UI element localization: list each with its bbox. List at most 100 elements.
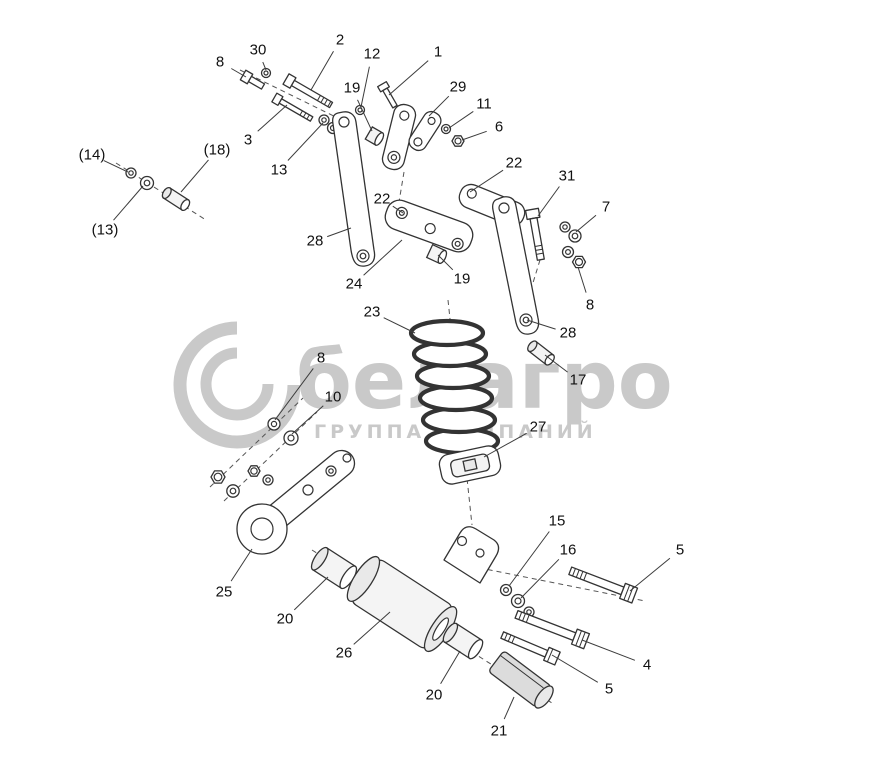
leader-line	[357, 99, 373, 132]
callout-label: 16	[560, 542, 577, 559]
leader-line	[448, 110, 474, 129]
washer-left-a	[226, 484, 240, 498]
callout-label: 28	[560, 325, 577, 342]
callout-label: 27	[530, 419, 547, 436]
pin-19-lower	[425, 243, 448, 265]
washer-11	[440, 123, 452, 135]
washer-16	[510, 593, 526, 609]
washer-left-b	[262, 474, 274, 486]
washer-14	[125, 167, 137, 179]
nut-left-b	[247, 465, 261, 477]
leader-line	[388, 60, 429, 96]
callout-label: 1	[434, 44, 442, 61]
washer-13-a	[318, 114, 330, 126]
leader-line	[363, 239, 403, 276]
leader-line	[353, 611, 391, 645]
leader-line	[508, 531, 550, 587]
washer-12	[354, 104, 366, 116]
washer-7-a	[559, 221, 571, 233]
callout-label: 19	[344, 80, 361, 97]
leader-line	[581, 639, 636, 661]
leader-line	[291, 405, 324, 435]
watermark-logo-inner-arc	[200, 347, 274, 421]
leader-line	[440, 650, 461, 685]
callout-label: 6	[495, 119, 503, 136]
callout-label: 22	[506, 155, 523, 172]
washer-7-b	[568, 229, 582, 243]
lever-arm-left-28	[332, 111, 376, 267]
leader-line	[629, 557, 671, 592]
callout-label: 25	[216, 584, 233, 601]
parts-layer	[125, 67, 639, 709]
callout-label: 15	[549, 513, 566, 530]
bolt-3	[271, 92, 314, 122]
callout-label: 26	[336, 645, 353, 662]
leader-line	[274, 368, 314, 421]
bolt-2	[282, 73, 334, 109]
leader-line	[544, 354, 568, 373]
callout-label: 24	[346, 276, 363, 293]
leader-line	[360, 66, 370, 108]
bolt-1	[377, 80, 398, 109]
callout-label: 5	[605, 681, 613, 698]
callout-label: 8	[586, 297, 594, 314]
washer-8-right	[561, 245, 575, 259]
callout-label: 13	[271, 162, 288, 179]
leader-line	[231, 68, 247, 78]
lever-29	[408, 110, 442, 152]
callout-label: 17	[570, 372, 587, 389]
leader-line	[180, 159, 209, 193]
washer-30	[260, 67, 272, 79]
leader-line	[503, 696, 515, 720]
plate-24	[384, 199, 474, 253]
leader-line	[575, 214, 597, 233]
callout-label: 12	[364, 46, 381, 63]
leader-line	[428, 95, 450, 117]
leader-line	[262, 61, 267, 71]
bolt-5-upper	[568, 566, 639, 604]
leader-line	[551, 654, 599, 683]
callout-label: 20	[277, 611, 294, 628]
callout-label: 7	[602, 199, 610, 216]
callout-label: 11	[476, 96, 492, 113]
callout-label: 4	[643, 657, 651, 674]
pin-18	[161, 186, 191, 212]
leader-line	[577, 266, 587, 293]
callout-label: 30	[250, 42, 267, 59]
leader-line	[461, 130, 487, 141]
callout-label: 21	[491, 723, 508, 740]
leader-line	[392, 205, 404, 214]
callout-label: 28	[307, 233, 324, 250]
leader-line	[230, 548, 253, 582]
nut-6	[451, 135, 465, 147]
leader-line	[113, 185, 144, 221]
callout-label: 23	[364, 304, 381, 321]
leader-lines	[103, 50, 671, 720]
callout-label: 22	[374, 191, 391, 208]
callout-label: (18)	[204, 142, 231, 159]
leader-line	[469, 169, 504, 193]
lever-arm-right-28	[492, 196, 540, 335]
callout-label: 5	[676, 542, 684, 559]
washer-13-left	[139, 175, 155, 191]
leader-line	[483, 432, 527, 458]
bolt-5-lower	[500, 631, 561, 666]
coil-spring-23	[408, 318, 501, 456]
leader-line	[287, 122, 324, 161]
leader-line	[437, 254, 454, 271]
leader-line	[327, 227, 352, 238]
callout-label: 19	[454, 271, 471, 288]
leader-line	[103, 160, 129, 173]
leader-line	[257, 104, 288, 132]
callout-label: (13)	[92, 222, 119, 239]
nut-left-a	[210, 470, 226, 484]
leader-line	[383, 317, 416, 334]
callout-label: (14)	[79, 147, 106, 164]
bolt-31	[524, 207, 545, 261]
leader-line	[520, 558, 560, 599]
bushing-20-lower	[442, 622, 484, 660]
callout-label: 20	[426, 687, 443, 704]
callout-label: 8	[216, 54, 224, 71]
